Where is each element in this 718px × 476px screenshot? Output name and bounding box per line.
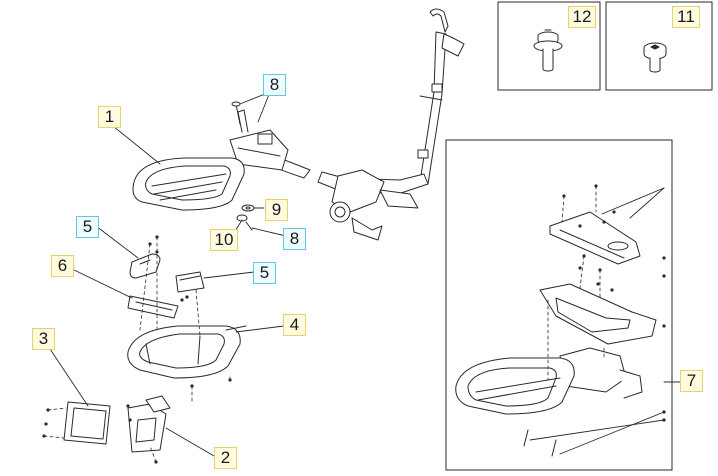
callout-11: 11 xyxy=(672,6,700,28)
assembly-lower-mount-icon xyxy=(559,347,643,399)
footrest-bracket-icon xyxy=(229,109,289,171)
leader-lines xyxy=(43,91,681,457)
assembly-dashed-lines xyxy=(43,185,605,463)
callout-8-top: 8 xyxy=(263,74,286,96)
callout-9: 9 xyxy=(265,199,288,221)
callout-10: 10 xyxy=(210,229,238,251)
callout-7: 7 xyxy=(680,370,703,392)
nut-10-icon xyxy=(236,214,248,222)
assembly-pins-icon xyxy=(523,429,557,457)
exploded-view-frame xyxy=(445,139,673,471)
footrest-frame-4-icon xyxy=(127,325,247,379)
assembly-footrest-icon xyxy=(455,357,575,415)
hardware-box-11 xyxy=(605,1,713,91)
hardware-box-12 xyxy=(497,1,601,91)
callout-4: 4 xyxy=(283,314,306,336)
callout-5-left: 5 xyxy=(76,216,99,238)
flange-bolt-icon xyxy=(533,29,563,72)
callout-2: 2 xyxy=(214,447,237,469)
callout-8-bottom: 8 xyxy=(283,228,306,250)
callout-6: 6 xyxy=(51,255,74,277)
callout-5-right: 5 xyxy=(253,262,276,284)
callout-1: 1 xyxy=(98,106,121,128)
bracket-2-icon xyxy=(127,395,171,453)
callout-12: 12 xyxy=(568,6,596,28)
rubber-pad-5a-icon xyxy=(129,253,161,279)
assembly-mid-bracket-icon xyxy=(539,283,657,345)
footrest-pad-1-icon xyxy=(132,157,245,211)
washer-9-icon xyxy=(241,204,255,212)
callout-3: 3 xyxy=(32,328,55,350)
support-plate-3-icon xyxy=(63,401,111,445)
assembly-top-bracket-icon xyxy=(549,211,641,265)
rubber-strip-6-icon xyxy=(127,295,179,319)
rubber-pad-5b-icon xyxy=(175,271,205,293)
socket-screw-icon xyxy=(643,42,667,73)
